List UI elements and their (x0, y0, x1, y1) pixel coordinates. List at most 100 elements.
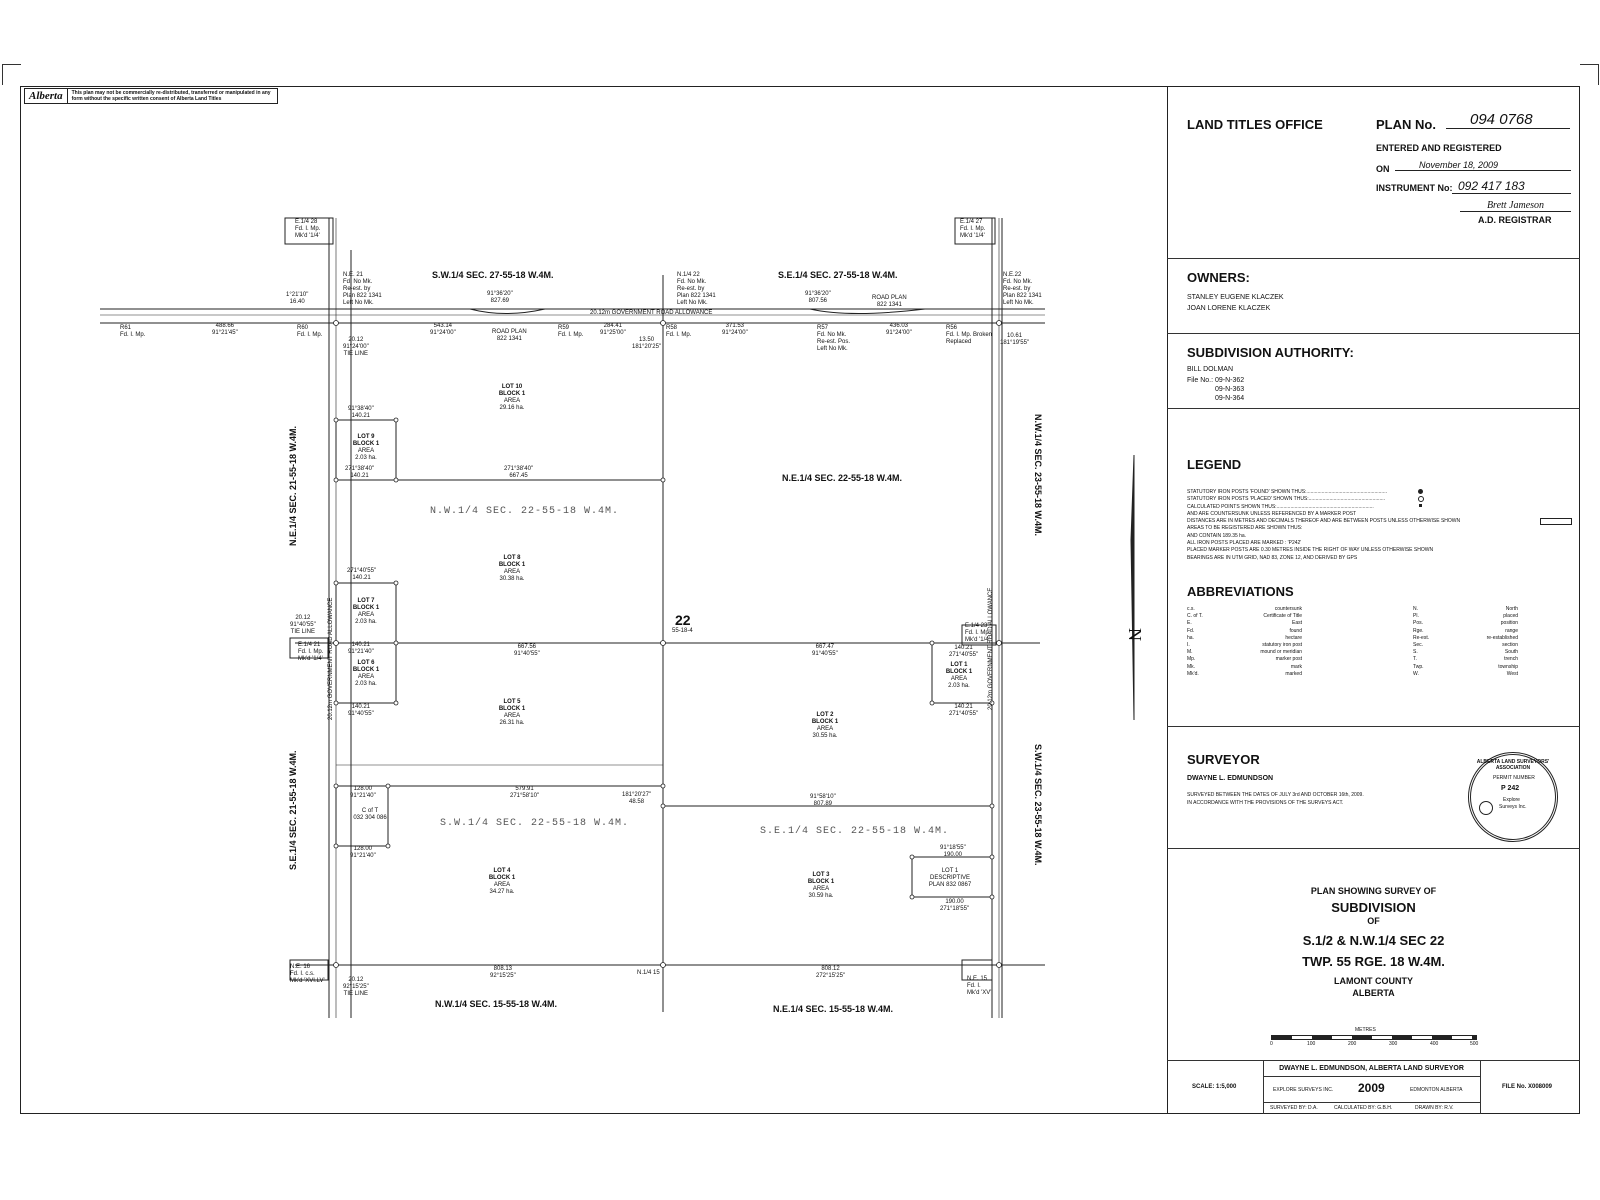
section-label-ne22: N.E.1/4 SEC. 22-55-18 W.4M. (782, 473, 903, 483)
abbreviation-row: M.mound or meridian (1187, 649, 1302, 656)
abbreviation-meaning: West (1506, 670, 1518, 677)
abbreviation: I. (1187, 642, 1190, 649)
on-label: ON (1376, 164, 1390, 174)
surveyed-by: SURVEYED BY: D.A. (1270, 1105, 1318, 1111)
abbreviation: Sec. (1413, 642, 1424, 649)
lot-3-number: LOT 3 (812, 872, 830, 878)
cert-of-title-number: 032 304 086 (353, 815, 387, 821)
road-allowance-left: 20.12m GOVERNMENT ROAD ALLOWANCE (328, 597, 334, 720)
abbreviation-meaning: East (1291, 620, 1302, 627)
abbreviation-row: Sec. section (1413, 642, 1518, 649)
dimension-label: 1°21'10" 16.40 (286, 292, 309, 305)
plan-scale: SCALE: 1:5,000 (1192, 1084, 1237, 1090)
alberta-notice: Alberta This plan may not be commerciall… (24, 88, 278, 104)
footer-divider-row (1263, 1076, 1480, 1077)
owner-name: STANLEY EUGENE KLACZEK (1187, 294, 1284, 301)
footer-firm: EXPLORE SURVEYS INC. (1273, 1087, 1334, 1093)
title-block-divider (1167, 848, 1580, 849)
abbreviation-meaning: Certificate of Title (1263, 613, 1302, 620)
lot-1-block: BLOCK 1 (945, 669, 973, 675)
crop-mark-top-right (1580, 64, 1599, 85)
dimension-label: 91°18'55" 190.00 (940, 845, 966, 858)
lot-10-area: 29.16 ha. (499, 405, 525, 411)
dimension-label: 91°36'20" 807.56 (805, 291, 831, 304)
tie-line-label: 20.12 91°40'55" TIE LINE (290, 615, 316, 635)
quarter-label-sw22: S.W.1/4 SEC. 22-55-18 W.4M. (440, 818, 630, 829)
scale-bar (1271, 1035, 1477, 1040)
legend-line: PLACED MARKER POSTS ARE 0.30 METRES INSI… (1187, 547, 1434, 554)
instrument-label: INSTRUMENT No: (1376, 183, 1453, 193)
abbreviation: Mp. (1187, 656, 1196, 663)
abbreviation-meaning: township (1498, 663, 1518, 670)
legend-line: ALL IRON POSTS PLACED ARE MARKED : 'P242… (1187, 540, 1302, 547)
title-block-divider (1167, 408, 1580, 409)
lot-5-area: 26.31 ha. (499, 720, 525, 726)
abbreviation-row: Rge.range (1413, 628, 1518, 635)
section-label-sw27: S.W.1/4 SEC. 27-55-18 W.4M. (432, 270, 554, 280)
surveyor-heading: SURVEYOR (1187, 752, 1260, 767)
plan-title-of: OF (1367, 916, 1380, 926)
legend-line: DISTANCES ARE IN METRES AND DECIMALS THE… (1187, 518, 1461, 525)
calculated-by: CALCULATED BY: G.B.H. (1334, 1105, 1393, 1111)
abbreviation-row: Mk.mark (1187, 664, 1302, 671)
lot-9-block: BLOCK 1 (352, 441, 380, 447)
surveyor-statement: SURVEYED BETWEEN THE DATES OF JULY 3rd A… (1187, 792, 1364, 798)
scale-tick: 200 (1348, 1041, 1357, 1047)
dimension-label: 140.21 91°21'40" (348, 642, 374, 655)
abbreviation: Mk. (1187, 663, 1196, 670)
dimension-label: 91°36'20" 827.69 (487, 291, 513, 304)
lot-4-number: LOT 4 (493, 868, 511, 874)
seal-permit-number: P 242 (1501, 785, 1520, 792)
abbreviation: Mk'd. (1187, 670, 1199, 677)
abbreviation-meaning: South (1504, 649, 1518, 656)
lot-9-label: LOT 9 BLOCK 1 AREA 2.03 ha. (341, 434, 391, 462)
abbreviation: ha. (1187, 634, 1194, 641)
legend-line: AND ARE COUNTERSUNK UNLESS REFERENCED BY… (1187, 510, 1357, 517)
abbreviation: N. (1413, 606, 1418, 612)
owners-heading: OWNERS: (1187, 270, 1250, 285)
abbreviation-meaning: marker post (1275, 656, 1302, 663)
title-block-divider (1167, 726, 1580, 727)
lot-4-area: 34.27 ha. (489, 889, 515, 895)
lot-1-descriptive-label: LOT 1 DESCRIPTIVE PLAN 832 0867 (915, 868, 985, 889)
dimension-label: 91°58'10" 807.89 (810, 794, 836, 807)
abbreviation: E. (1187, 620, 1192, 627)
abbreviations-right: N.North Pl.placed Pos.position Rge.range… (1413, 606, 1518, 678)
abbreviation-row: W.West (1413, 671, 1518, 678)
abbreviation-meaning: mound or meridian (1260, 649, 1302, 656)
dimension-label: 140.21 91°40'55" (348, 704, 374, 717)
lot-2-area-label: AREA (816, 726, 834, 732)
scale-tick: 100 (1307, 1041, 1316, 1047)
monument-label: R56 Fd. I. Mp. Broken Replaced (946, 325, 993, 345)
monument-label: N.1/4 22 Fd. No Mk. Re-est. by Plan 822 … (677, 272, 716, 306)
abbreviation: Re-est. (1413, 634, 1430, 641)
abbreviation: S. (1413, 649, 1418, 656)
dimension-label: 140.21 271°40'55" (949, 645, 979, 658)
lot-6-area: 2.03 ha. (355, 681, 377, 687)
footer-year: 2009 (1358, 1081, 1385, 1095)
dimension-label: 488.66 91°21'45" (212, 323, 238, 336)
lot-10-area-label: AREA (503, 398, 521, 404)
abbreviation: Twp. (1413, 663, 1424, 670)
abbreviation-meaning: section (1502, 642, 1518, 649)
registrar-title: A.D. REGISTRAR (1478, 215, 1552, 225)
dimension-label: 667.56 91°40'55" (514, 644, 540, 657)
dimension-label: 181°20'27" 48.58 (622, 792, 652, 805)
lot-6-area-label: AREA (357, 674, 375, 680)
authority-file-number: 09-N-362 (1215, 377, 1245, 384)
abbreviation-meaning: trench (1504, 656, 1518, 663)
plan-sheet-border (20, 86, 1580, 1114)
surveyor-seal: ALBERTA LAND SURVEYORS' ASSOCIATION PERM… (1468, 752, 1558, 842)
lot-1-label: LOT 1 BLOCK 1 AREA 2.03 ha. (934, 662, 984, 690)
lot-9-number: LOT 9 (357, 434, 375, 440)
footer-divider-left (1263, 1060, 1264, 1114)
lot-4-block: BLOCK 1 (488, 875, 516, 881)
dimension-label: 10.61 181°19'55" (1000, 333, 1030, 346)
abbreviation-row: I.statutory iron post (1187, 642, 1302, 649)
lot-9-area-label: AREA (357, 448, 375, 454)
plan-title-county: LAMONT COUNTY (1334, 976, 1413, 986)
monument-label: R59 Fd. I. Mp. (558, 325, 584, 338)
lot-1-descriptive-plan: PLAN 832 0867 (928, 882, 972, 888)
plan-title-township: TWP. 55 RGE. 18 W.4M. (1302, 954, 1445, 969)
